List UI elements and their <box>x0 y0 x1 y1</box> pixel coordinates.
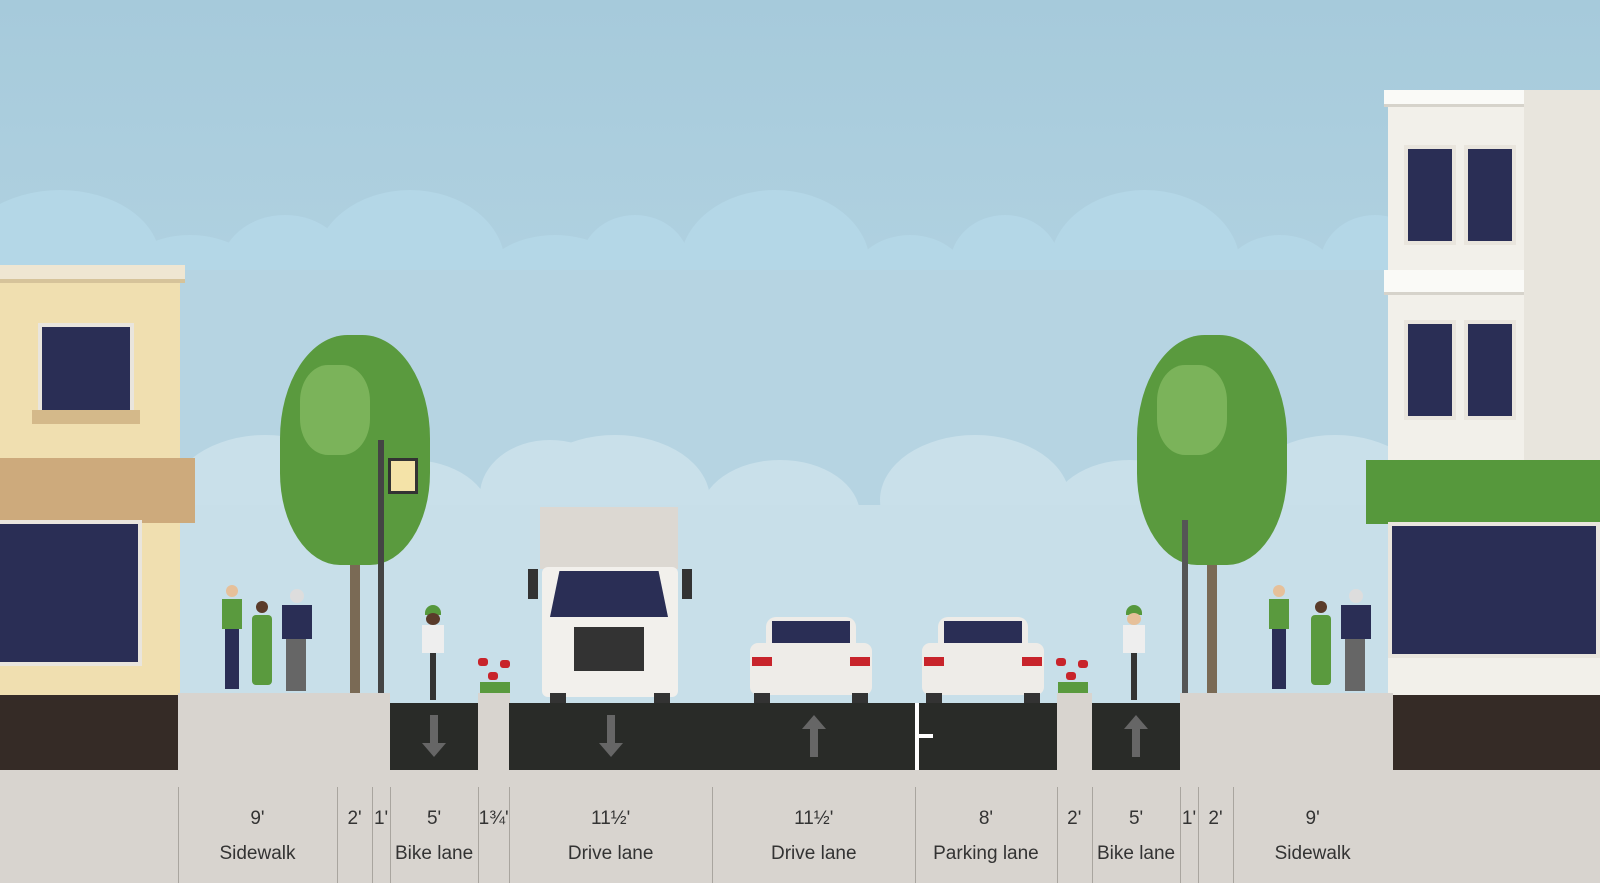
segment-sidewalk[interactable] <box>178 693 338 770</box>
segment-name: Parking lane <box>933 843 1039 864</box>
flower-planter-left <box>478 658 512 694</box>
segment-buffer[interactable] <box>1197 693 1234 770</box>
segment-divider[interactable] <box>389 787 391 883</box>
tree-left <box>280 335 430 695</box>
label-strip-right <box>1390 770 1600 883</box>
segment-label-bike-lane[interactable] <box>1091 770 1181 883</box>
truck <box>528 507 692 705</box>
segment-name: Bike lane <box>394 843 474 864</box>
left-storefront-window <box>0 520 142 666</box>
segment-width: 2' <box>1067 808 1082 829</box>
segment-width: 8' <box>978 808 994 829</box>
car-parking-lane <box>920 617 1046 705</box>
segment-width: 1' <box>1181 808 1197 829</box>
segment-divider[interactable] <box>1233 787 1235 883</box>
segment-divider[interactable] <box>372 787 374 883</box>
right-window-4 <box>1464 320 1516 420</box>
right-building-base <box>1390 695 1600 770</box>
segment-label-sidewalk[interactable] <box>178 770 338 883</box>
segment-label-buffer[interactable] <box>372 770 391 883</box>
segment-buffer[interactable] <box>478 693 510 770</box>
segment-label-drive-lane[interactable] <box>712 770 916 883</box>
segment-width: 2' <box>1208 808 1223 829</box>
segment-divider[interactable] <box>1197 787 1199 883</box>
segment-name: Bike lane <box>1096 843 1176 864</box>
segment-label-sidewalk[interactable] <box>1233 770 1393 883</box>
segment-width: 5' <box>426 808 442 829</box>
segment-divider[interactable] <box>1180 787 1182 883</box>
segment-label-buffer[interactable] <box>1197 770 1234 883</box>
left-building <box>0 265 195 695</box>
segment-width: 9' <box>1305 808 1320 829</box>
segment-label-buffer[interactable] <box>336 770 373 883</box>
cyclist-left <box>418 605 448 700</box>
flower-box <box>32 410 140 424</box>
tree-right <box>1137 335 1287 695</box>
segment-label-buffer[interactable] <box>1180 770 1199 883</box>
street-lamp <box>378 440 418 695</box>
segment-width: 1' <box>373 808 389 829</box>
pedestrians-left <box>218 585 323 695</box>
left-building-base <box>0 695 178 770</box>
label-strip-left <box>0 770 178 883</box>
segment-buffer[interactable] <box>1180 693 1199 770</box>
right-window-1 <box>1404 145 1456 245</box>
segment-buffer[interactable] <box>336 693 373 770</box>
cyclist-right <box>1119 605 1149 700</box>
segment-label-drive-lane[interactable] <box>509 770 713 883</box>
segment-buffer[interactable] <box>372 693 391 770</box>
segment-width: 2' <box>347 808 362 829</box>
right-storefront-window <box>1388 522 1600 658</box>
segment-width: 11½' <box>591 808 631 829</box>
segment-divider[interactable] <box>1091 787 1093 883</box>
segment-width: 5' <box>1128 808 1144 829</box>
segment-buffer[interactable] <box>1056 693 1093 770</box>
segment-name: Drive lane <box>567 843 654 864</box>
awning-left <box>0 458 195 523</box>
segment-divider[interactable] <box>915 787 917 883</box>
flower-planter-right <box>1056 658 1090 694</box>
segment-label-parking-lane[interactable] <box>915 770 1058 883</box>
right-building <box>1366 90 1600 695</box>
right-window-3 <box>1404 320 1456 420</box>
segment-divider[interactable] <box>1056 787 1058 883</box>
segment-divider[interactable] <box>336 787 338 883</box>
segment-label-buffer[interactable] <box>1056 770 1093 883</box>
segment-parking-lane[interactable] <box>915 703 1058 770</box>
right-window-2 <box>1464 145 1516 245</box>
segment-width: 9' <box>250 808 265 829</box>
segment-name: Drive lane <box>770 843 857 864</box>
segment-label-bike-lane[interactable] <box>389 770 479 883</box>
segment-label-buffer[interactable] <box>478 770 510 883</box>
segment-name: Sidewalk <box>1274 843 1351 864</box>
segment-name: Sidewalk <box>219 843 296 864</box>
segment-divider[interactable] <box>178 787 179 883</box>
segment-sidewalk[interactable] <box>1233 693 1393 770</box>
segment-divider[interactable] <box>712 787 714 883</box>
segment-width: 1¾' <box>478 808 509 829</box>
parking-tick <box>915 734 934 738</box>
segment-divider[interactable] <box>478 787 480 883</box>
awning-right <box>1366 460 1600 524</box>
pole-right <box>1182 520 1188 695</box>
pedestrians-right <box>1265 585 1380 695</box>
segment-divider[interactable] <box>509 787 511 883</box>
segment-width: 11½' <box>794 808 834 829</box>
car-drive-lane <box>748 617 874 705</box>
